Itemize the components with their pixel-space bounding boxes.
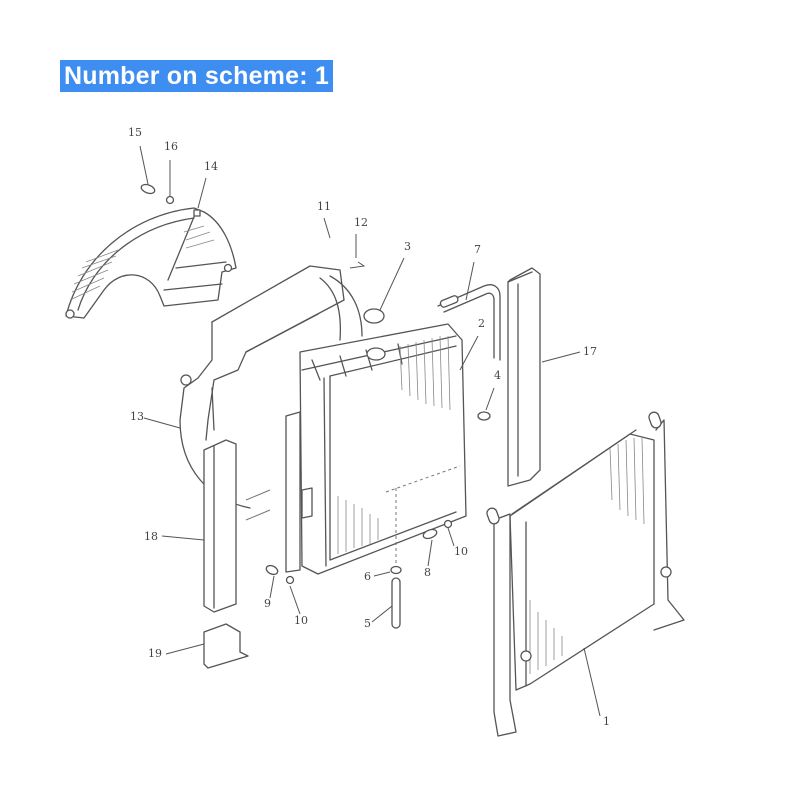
- callout-10a: 10: [294, 614, 308, 627]
- callout-17: 17: [583, 345, 597, 358]
- bolt-8: [422, 528, 438, 540]
- bolt-15: [140, 183, 156, 195]
- callout-12: 12: [354, 216, 368, 229]
- hose-7: [437, 284, 501, 361]
- seal-17-part: [507, 267, 541, 487]
- callout-5: 5: [364, 617, 371, 630]
- bracket-19: [203, 623, 249, 669]
- callout-labels: 1 2 3 4 5 6 7 8 9 10 10 11 12 13 14 15 1…: [128, 126, 610, 728]
- callout-16: 16: [164, 140, 178, 153]
- callout-3: 3: [404, 240, 411, 253]
- drain-plug-4: [477, 411, 491, 421]
- pin-5: [391, 577, 401, 629]
- callout-18: 18: [144, 530, 158, 543]
- callout-11: 11: [317, 200, 331, 213]
- bolt-9: [265, 564, 279, 576]
- callout-4: 4: [494, 369, 501, 382]
- radiator-part: [285, 323, 467, 575]
- scheme-number-title: Number on scheme: 1: [60, 60, 333, 92]
- callout-8: 8: [424, 566, 431, 579]
- washer-10a: [285, 575, 295, 585]
- callout-2: 2: [478, 317, 485, 330]
- callout-15: 15: [128, 126, 142, 139]
- hose-clamp: [439, 295, 459, 308]
- pin-14: [193, 209, 201, 217]
- callout-9: 9: [264, 597, 271, 610]
- callout-19: 19: [148, 647, 162, 660]
- callout-10b: 10: [454, 545, 468, 558]
- callout-14: 14: [204, 160, 218, 173]
- callout-13: 13: [130, 410, 144, 423]
- fan-guard-part: [65, 207, 237, 319]
- radiator-cap-3: [363, 308, 385, 324]
- washer-6: [390, 565, 402, 575]
- callout-1: 1: [603, 715, 610, 728]
- seal-18-part: [203, 439, 237, 613]
- callout-7: 7: [474, 243, 481, 256]
- washer-10b: [443, 519, 453, 529]
- washer-16: [165, 195, 175, 205]
- callout-leaders: [139, 145, 601, 717]
- oil-cooler-part: [486, 411, 685, 737]
- callout-6: 6: [364, 570, 371, 583]
- radiator-filler-neck: [366, 347, 386, 361]
